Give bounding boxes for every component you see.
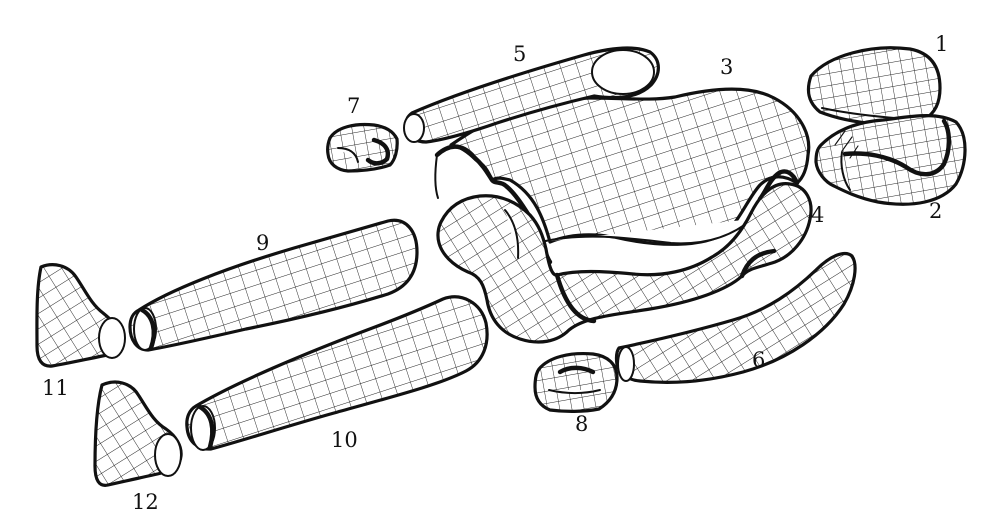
label-part-12: 12 — [132, 490, 159, 514]
label-part-6: 6 — [752, 348, 765, 372]
part-11-foot-upper — [35, 263, 126, 368]
label-part-3: 3 — [720, 55, 733, 79]
part-12-foot-lower — [93, 380, 183, 487]
label-part-10: 10 — [331, 428, 358, 452]
part-8-hand-left — [533, 351, 619, 413]
part-7-hand-right — [326, 122, 399, 173]
part-10-lower-leg — [185, 295, 489, 451]
part-6-arm-left — [614, 251, 857, 384]
label-part-5: 5 — [513, 42, 526, 66]
label-part-7: 7 — [347, 94, 360, 118]
part-4-lower-torso — [436, 182, 813, 344]
label-part-9: 9 — [256, 231, 269, 255]
label-part-4: 4 — [811, 203, 824, 227]
part-5-upper-arm-right — [403, 46, 660, 144]
label-part-8: 8 — [575, 412, 588, 436]
part-2-head-lower — [814, 114, 967, 206]
part-1-head-top — [806, 46, 942, 126]
label-part-2: 2 — [929, 199, 942, 223]
label-part-1: 1 — [935, 32, 948, 56]
label-part-11: 11 — [42, 376, 69, 400]
part-9-upper-leg — [128, 218, 419, 352]
